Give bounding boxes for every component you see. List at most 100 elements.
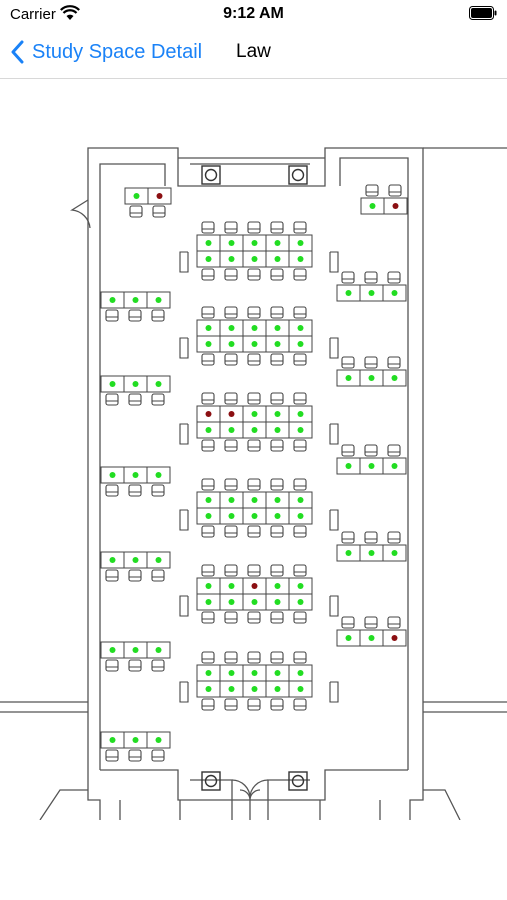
- seat-available[interactable]: [219, 680, 244, 698]
- seat-available[interactable]: [336, 544, 361, 562]
- seat-available[interactable]: [123, 731, 148, 749]
- seat-available[interactable]: [124, 187, 149, 205]
- seat-available[interactable]: [196, 491, 221, 509]
- seat-available[interactable]: [242, 335, 267, 353]
- seat-available[interactable]: [219, 507, 244, 525]
- seat-available[interactable]: [242, 680, 267, 698]
- seat-occupied[interactable]: [383, 197, 408, 215]
- seat-available[interactable]: [359, 544, 384, 562]
- seat-available[interactable]: [336, 369, 361, 387]
- seat-available[interactable]: [146, 731, 171, 749]
- seat-available[interactable]: [219, 335, 244, 353]
- seat-available[interactable]: [100, 291, 125, 309]
- seat-available[interactable]: [146, 375, 171, 393]
- seat-available[interactable]: [265, 491, 290, 509]
- seat-available[interactable]: [146, 551, 171, 569]
- seat-available[interactable]: [336, 284, 361, 302]
- seat-available[interactable]: [242, 664, 267, 682]
- seat-available[interactable]: [146, 291, 171, 309]
- seat-available[interactable]: [288, 680, 313, 698]
- seat-available[interactable]: [242, 507, 267, 525]
- seat-available[interactable]: [265, 421, 290, 439]
- seat-available[interactable]: [288, 577, 313, 595]
- seat-available[interactable]: [265, 335, 290, 353]
- seat-available[interactable]: [382, 369, 407, 387]
- seat-available[interactable]: [288, 421, 313, 439]
- seat-available[interactable]: [196, 680, 221, 698]
- seat-available[interactable]: [359, 284, 384, 302]
- seat-available[interactable]: [382, 284, 407, 302]
- chair: [201, 392, 215, 405]
- seat-available[interactable]: [336, 457, 361, 475]
- seat-available[interactable]: [219, 234, 244, 252]
- seat-available[interactable]: [265, 250, 290, 268]
- floor-plan-map[interactable]: [0, 140, 507, 820]
- seat-available[interactable]: [265, 680, 290, 698]
- seat-available[interactable]: [265, 593, 290, 611]
- seat-occupied[interactable]: [196, 405, 221, 423]
- back-button[interactable]: Study Space Detail: [10, 34, 202, 70]
- seat-available[interactable]: [288, 593, 313, 611]
- seat-available[interactable]: [100, 551, 125, 569]
- seat-available[interactable]: [359, 369, 384, 387]
- seat-available[interactable]: [382, 544, 407, 562]
- seat-occupied[interactable]: [242, 577, 267, 595]
- seat-available[interactable]: [265, 577, 290, 595]
- seat-available[interactable]: [219, 664, 244, 682]
- seat-available[interactable]: [265, 664, 290, 682]
- seat-available[interactable]: [288, 234, 313, 252]
- seat-occupied[interactable]: [382, 629, 407, 647]
- seat-available[interactable]: [123, 375, 148, 393]
- seat-available[interactable]: [123, 641, 148, 659]
- seat-available[interactable]: [242, 421, 267, 439]
- seat-available[interactable]: [242, 491, 267, 509]
- seat-available[interactable]: [196, 335, 221, 353]
- seat-available[interactable]: [196, 577, 221, 595]
- seat-available[interactable]: [146, 466, 171, 484]
- seat-available[interactable]: [242, 234, 267, 252]
- seat-available[interactable]: [288, 319, 313, 337]
- seat-available[interactable]: [123, 466, 148, 484]
- seat-available[interactable]: [359, 457, 384, 475]
- seat-available[interactable]: [288, 507, 313, 525]
- seat-available[interactable]: [100, 375, 125, 393]
- seat-available[interactable]: [242, 405, 267, 423]
- seat-available[interactable]: [196, 250, 221, 268]
- seat-available[interactable]: [123, 551, 148, 569]
- seat-available[interactable]: [265, 405, 290, 423]
- seat-available[interactable]: [336, 629, 361, 647]
- seat-available[interactable]: [146, 641, 171, 659]
- seat-occupied[interactable]: [147, 187, 172, 205]
- seat-occupied[interactable]: [219, 405, 244, 423]
- seat-available[interactable]: [288, 664, 313, 682]
- seat-available[interactable]: [219, 421, 244, 439]
- seat-available[interactable]: [196, 507, 221, 525]
- seat-available[interactable]: [219, 593, 244, 611]
- seat-available[interactable]: [100, 466, 125, 484]
- seat-available[interactable]: [196, 593, 221, 611]
- seat-available[interactable]: [219, 491, 244, 509]
- seat-available[interactable]: [196, 319, 221, 337]
- seat-available[interactable]: [219, 577, 244, 595]
- seat-available[interactable]: [242, 593, 267, 611]
- seat-available[interactable]: [288, 491, 313, 509]
- seat-available[interactable]: [382, 457, 407, 475]
- seat-available[interactable]: [219, 250, 244, 268]
- seat-available[interactable]: [359, 629, 384, 647]
- seat-available[interactable]: [288, 250, 313, 268]
- seat-available[interactable]: [288, 405, 313, 423]
- seat-available[interactable]: [360, 197, 385, 215]
- seat-available[interactable]: [242, 319, 267, 337]
- seat-available[interactable]: [100, 731, 125, 749]
- seat-available[interactable]: [242, 250, 267, 268]
- seat-available[interactable]: [265, 234, 290, 252]
- seat-available[interactable]: [288, 335, 313, 353]
- seat-available[interactable]: [265, 507, 290, 525]
- seat-available[interactable]: [196, 234, 221, 252]
- seat-available[interactable]: [100, 641, 125, 659]
- seat-available[interactable]: [196, 664, 221, 682]
- seat-available[interactable]: [196, 421, 221, 439]
- seat-available[interactable]: [123, 291, 148, 309]
- seat-available[interactable]: [265, 319, 290, 337]
- seat-available[interactable]: [219, 319, 244, 337]
